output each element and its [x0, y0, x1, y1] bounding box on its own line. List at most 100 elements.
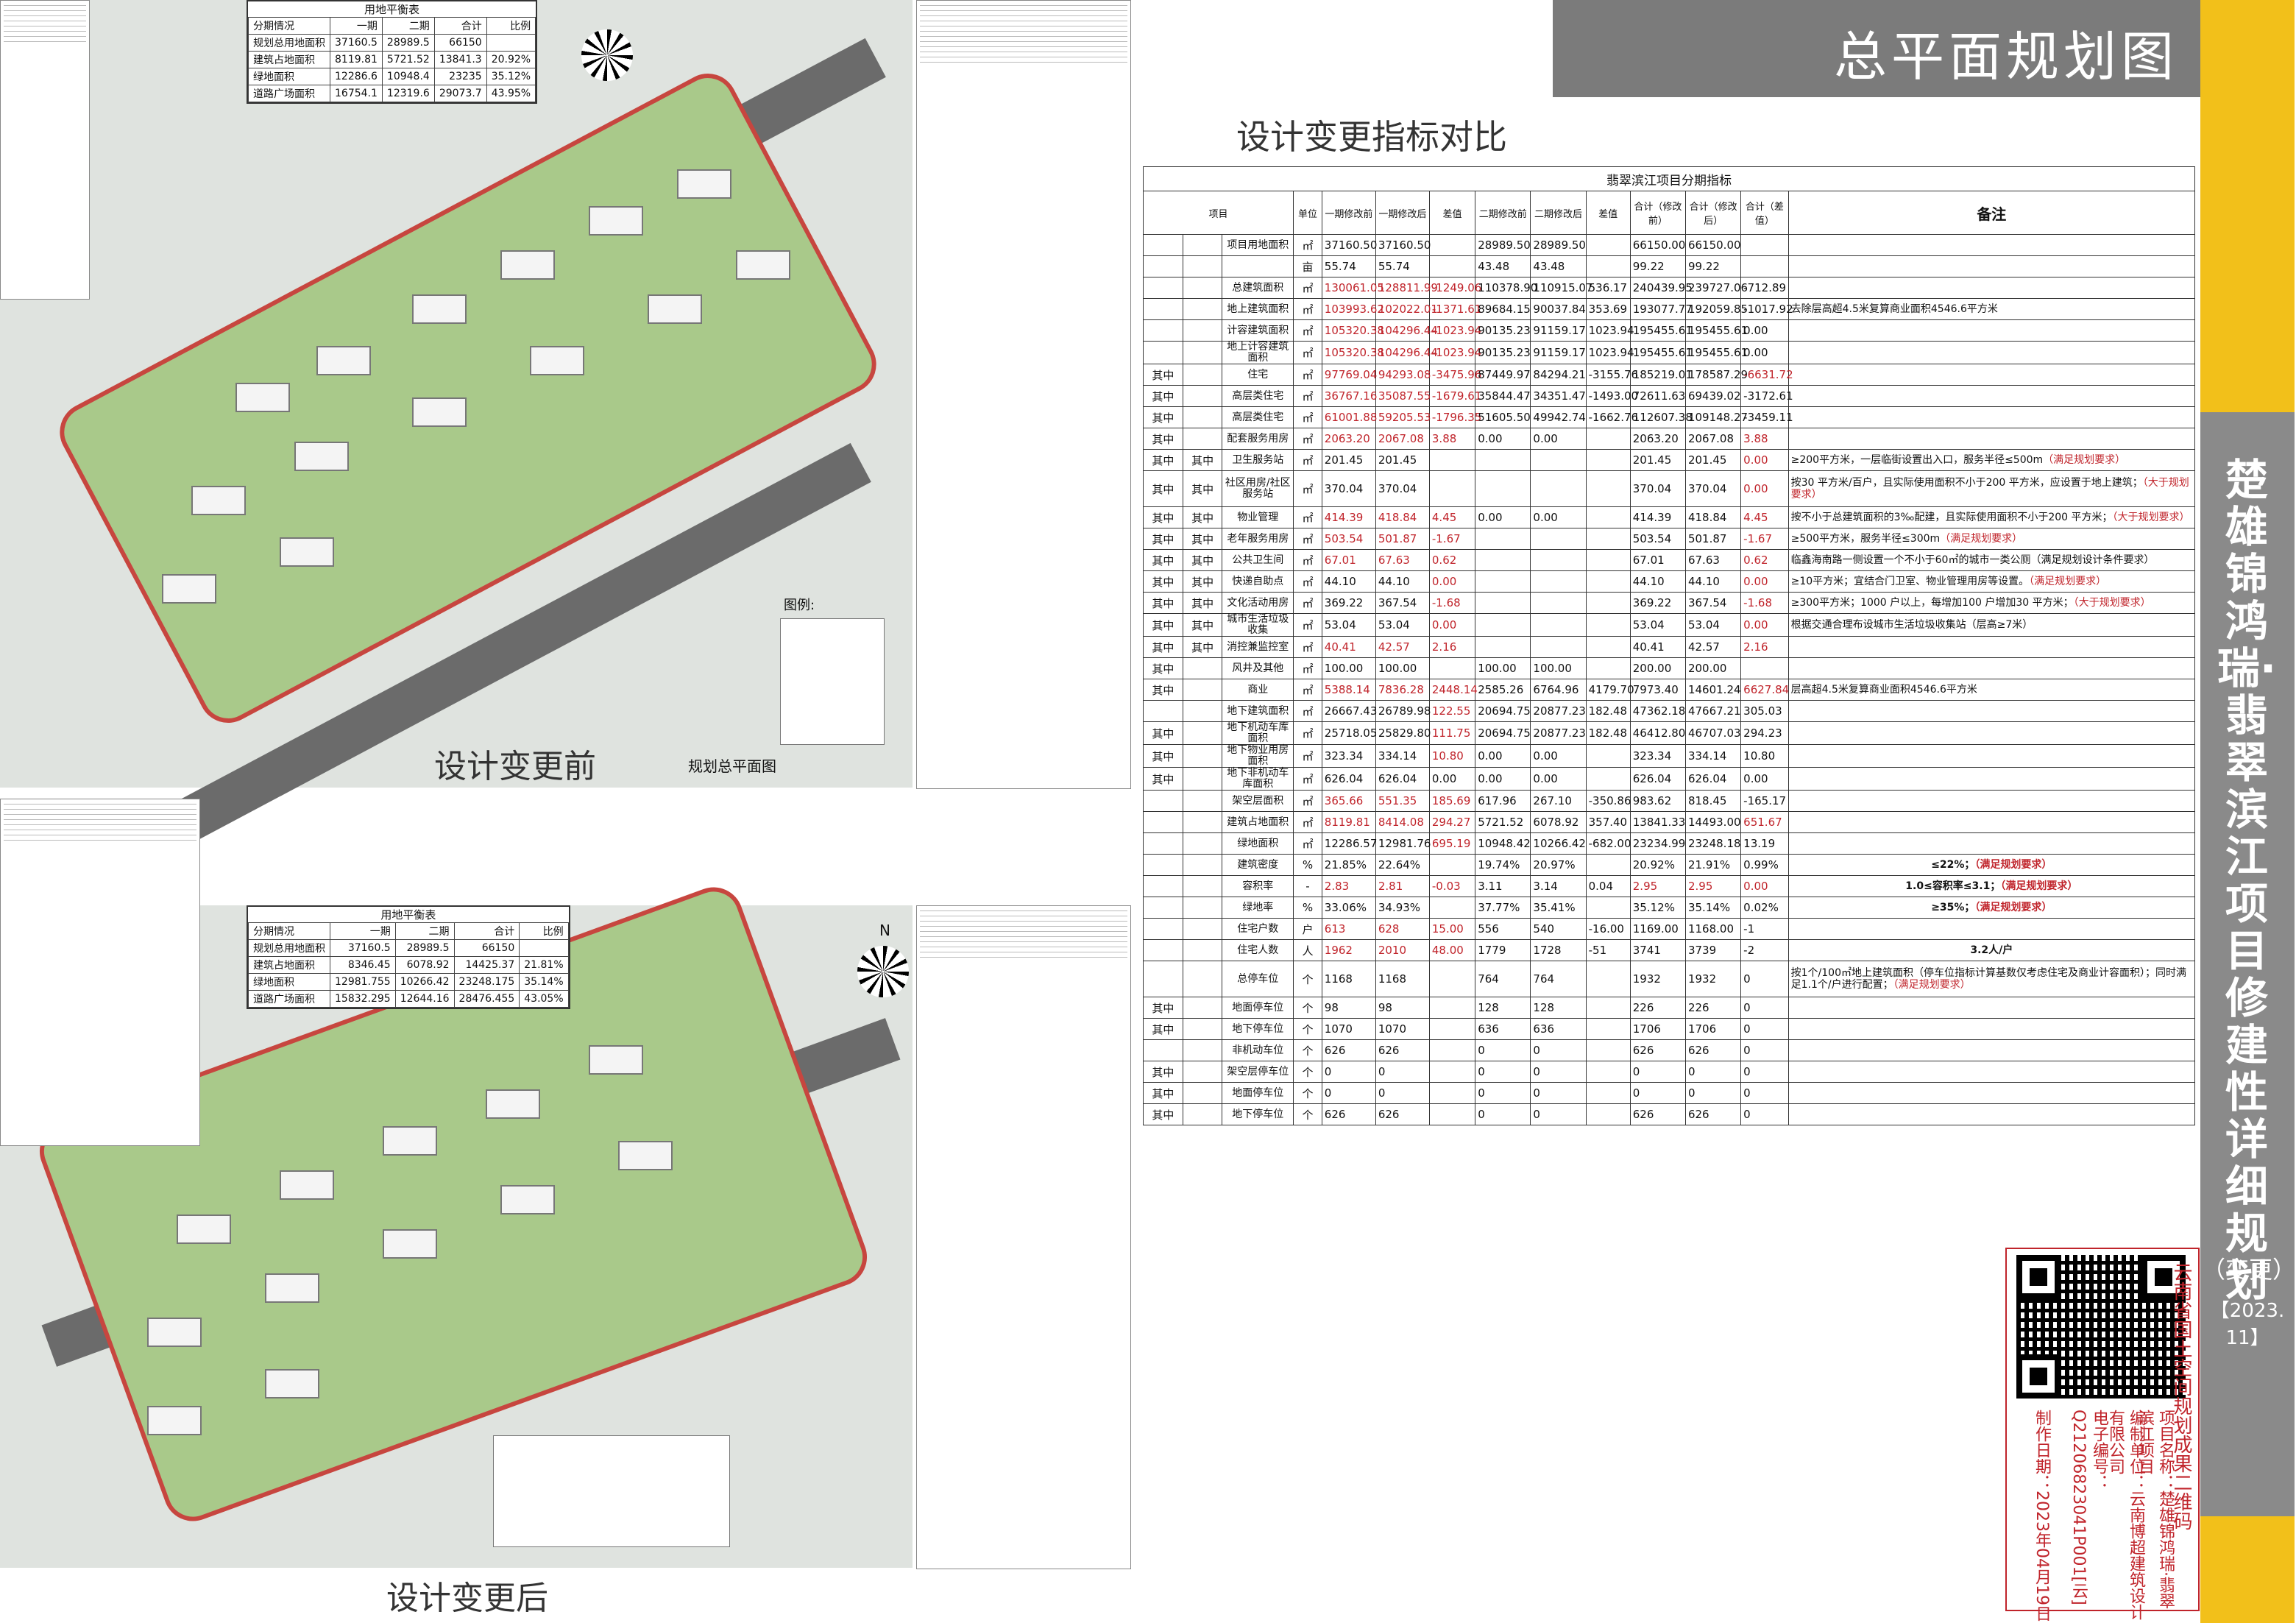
column-header: 差值 [1585, 191, 1631, 235]
subgroup-cell [1182, 319, 1223, 342]
value-cell: -3459.11 [1740, 406, 1793, 428]
unit-cell: ㎡ [1293, 385, 1322, 407]
value-cell: 0.00 [1428, 613, 1476, 637]
item-cell [1222, 255, 1294, 277]
building [316, 346, 371, 375]
group-cell: 其中 [1143, 364, 1183, 386]
value-cell: 128811.99 [1375, 277, 1438, 299]
subgroup-cell: 其中 [1182, 449, 1223, 471]
value-cell: 182.48 [1585, 700, 1631, 722]
value-cell: 503.54 [1321, 528, 1376, 550]
value-cell: 40.41 [1629, 636, 1686, 658]
cell: 10948.4 [381, 68, 435, 85]
qr-unit: 编制单位：云南博超建筑设计有限公司 [2106, 1410, 2145, 1620]
cell: 一期 [330, 922, 396, 940]
note-text: ≥200平方米，一层临街设置出入口，服务半径≤500m [1790, 454, 2044, 466]
note-text: ≥500平方米，服务半径≤300m [1790, 533, 1941, 545]
value-cell: 66150.00 [1629, 234, 1686, 256]
note-text: 1.0≤容积率≤3.1； [1905, 880, 2001, 892]
building [412, 397, 467, 427]
value-cell: 201.45 [1375, 449, 1430, 471]
note-requirement: （大于规划要求） [1790, 477, 2189, 501]
item-cell: 总建筑面积 [1222, 277, 1294, 299]
cell: 66150 [433, 34, 487, 52]
value-cell: 0 [1684, 1082, 1742, 1104]
item-cell: 地下建筑面积 [1222, 700, 1294, 722]
cell: 66150 [453, 939, 520, 957]
value-cell: 2448.14 [1428, 679, 1478, 701]
note-text: ≥10平方米；宜结合门卫室、物业管理用房等设置。 [1790, 576, 2030, 587]
value-cell: 14601.24 [1684, 679, 1742, 701]
value-cell [1585, 1082, 1631, 1104]
value-cell [1585, 997, 1631, 1019]
value-cell: 201.45 [1629, 449, 1686, 471]
subgroup-cell: 其中 [1182, 636, 1223, 658]
value-cell [1475, 613, 1531, 637]
value-cell [1585, 506, 1631, 528]
value-cell: 23234.99 [1629, 832, 1686, 855]
value-cell: 110915.07 [1530, 277, 1593, 299]
legend-label: 图例: [784, 598, 815, 613]
column-header: 二期修改后 [1530, 191, 1587, 235]
value-cell: 49942.74 [1530, 406, 1587, 428]
value-cell: 0 [1684, 1061, 1742, 1083]
subgroup-cell [1182, 721, 1223, 745]
value-cell [1428, 255, 1476, 277]
value-cell: 1070 [1321, 1018, 1376, 1040]
value-cell: -165.17 [1740, 790, 1789, 812]
group-cell: 其中 [1143, 570, 1183, 593]
column-header: 项目 [1142, 191, 1294, 235]
value-cell: 8414.08 [1375, 811, 1430, 833]
value-cell: 626 [1684, 1103, 1742, 1125]
note-cell: 按30 平方米/百户，且实际使用面积不小于200 平方米，应设置于地上建筑；（大… [1787, 470, 2196, 507]
unit-cell: ㎡ [1293, 528, 1322, 550]
cell: 28989.5 [381, 34, 435, 52]
value-cell: -1249.06 [1428, 277, 1481, 299]
note-text: 按不小于总建筑面积的3‰配建，且实际使用面积不小于200 平方米； [1790, 512, 2113, 523]
value-cell: 0.00 [1475, 744, 1531, 768]
value-cell: 0.62 [1428, 549, 1476, 571]
group-cell [1143, 234, 1183, 256]
qr-title: 云南省国土空间规划成果二维码 [2170, 1262, 2192, 1530]
item-cell: 住宅人数 [1222, 939, 1294, 961]
value-cell: 105320.38 [1321, 341, 1384, 364]
value-cell: 72611.63 [1629, 385, 1686, 407]
subgroup-cell [1182, 811, 1223, 833]
value-cell: 100.00 [1530, 657, 1587, 679]
value-cell: 536.17 [1585, 277, 1631, 299]
value-cell: 1169.00 [1629, 918, 1686, 940]
value-cell: 3741 [1629, 939, 1686, 961]
building [191, 486, 246, 515]
note-cell [1787, 255, 2196, 277]
value-cell [1585, 636, 1631, 658]
value-cell: 0 [1530, 1082, 1587, 1104]
cell: 规划总用地面积 [248, 34, 330, 52]
value-cell: 21.85% [1321, 854, 1376, 876]
value-cell: 35087.55 [1375, 385, 1431, 407]
value-cell: 414.39 [1321, 506, 1376, 528]
group-cell: 其中 [1143, 470, 1183, 507]
unit-cell: ㎡ [1293, 636, 1322, 658]
unit-cell: ㎡ [1293, 319, 1322, 342]
value-cell [1740, 657, 1789, 679]
value-cell [1475, 570, 1531, 593]
note-requirement: （满足规划要求） [1893, 979, 1971, 991]
subgroup-cell [1182, 700, 1223, 722]
value-cell: 128 [1530, 997, 1587, 1019]
value-cell: -51 [1585, 939, 1631, 961]
group-cell [1143, 961, 1183, 997]
value-cell: 1932 [1684, 961, 1742, 997]
project-name-vertical: 楚雄锦鸿瑞·翡翠滨江项目修建性详细规划 [2217, 455, 2277, 1306]
value-cell: 0.00 [1475, 428, 1531, 450]
subgroup-cell [1182, 939, 1223, 961]
column-header: 二期修改前 [1475, 191, 1531, 235]
group-cell [1143, 918, 1183, 940]
